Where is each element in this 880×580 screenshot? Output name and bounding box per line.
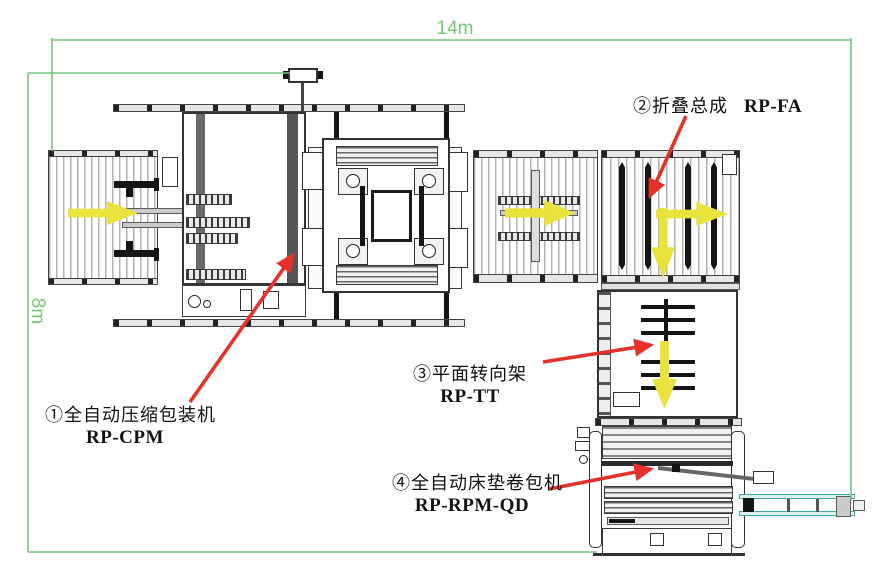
dimension-height-label: 8m [27, 297, 48, 325]
outfeed-divider [787, 499, 790, 512]
sensor-head [288, 68, 318, 83]
cpm-wheel [203, 300, 211, 308]
rp-tt-tie [641, 305, 695, 309]
press-bearing [422, 174, 436, 188]
machine-label-rp-fa-title: ②折叠总成 [633, 96, 728, 116]
rp-rpm-slat [607, 517, 729, 525]
rp-rpm-side-bar [731, 431, 745, 548]
rp-rpm-chunk [609, 519, 635, 523]
machine-label-rp-cpm-model: RP-CPM [86, 427, 164, 448]
rp-rpm-bar [602, 461, 733, 466]
cpm-foot [240, 289, 252, 311]
pusher-bar [114, 250, 159, 257]
rail-post [334, 112, 339, 140]
outfeed-divider [816, 499, 819, 512]
rp-tt-bottom-rail [595, 418, 742, 426]
pusher-post [154, 248, 159, 261]
rp-rpm-foot [708, 533, 722, 546]
transition-rail [601, 283, 740, 290]
rp-tt-tie [641, 318, 695, 322]
press-bearing [422, 244, 436, 258]
cpm-ladder [186, 233, 238, 244]
rp-rpm-roller [579, 455, 588, 464]
pusher-nub [126, 188, 133, 197]
overhead-rail-bottom [113, 319, 465, 327]
rp-rpm-slat [604, 501, 733, 514]
pusher-post [154, 178, 159, 191]
cpm-column [287, 114, 298, 283]
machine-label-rp-tt: ③平面转向架 RP-TT [405, 360, 535, 408]
rp-tt-box [613, 392, 640, 407]
infeed-rail [48, 278, 158, 285]
rp-fa-slat [645, 162, 651, 270]
press-bearing [346, 174, 360, 188]
outfeed-conveyor-rail [739, 511, 855, 516]
rp-rpm-pivot [672, 464, 680, 472]
cpm-ladder [186, 269, 246, 280]
machine-label-rp-fa: ②折叠总成 RP-FA [633, 92, 802, 118]
cpm-wheel [188, 295, 201, 308]
cpm-ladder [186, 217, 250, 228]
press-platen [371, 190, 412, 242]
cpm-ladder [186, 194, 232, 205]
cpm-foot [263, 291, 279, 309]
rp-rpm-bottom-line [593, 553, 745, 556]
press-ladder [336, 265, 438, 285]
machine-label-rp-tt-title: ③平面转向架 [413, 364, 527, 384]
dimension-width-label: 14m [436, 18, 474, 39]
rp-rpm-foot [650, 533, 664, 546]
rp-fa-rail [601, 275, 740, 283]
machine-label-rp-rpm: ④全自动床垫卷包机 RP-RPM-QD [392, 469, 563, 517]
outfeed-drive [743, 498, 754, 512]
middle-conveyor-rail [473, 150, 598, 158]
pusher-nub [126, 241, 133, 250]
press-guide [360, 186, 365, 246]
infeed-rail [48, 150, 158, 157]
rail-post [444, 291, 449, 319]
side-box [162, 157, 178, 187]
rp-rpm-motor [575, 441, 590, 451]
rp-rpm-motor [577, 427, 590, 438]
press-guide [419, 186, 424, 246]
press-ladder [336, 146, 438, 166]
machine-label-rp-cpm-title: ①全自动压缩包装机 [45, 405, 216, 425]
machine-label-rp-fa-model: RP-FA [744, 96, 803, 117]
infeed-conveyor [48, 150, 158, 285]
press-bearing [346, 244, 360, 258]
rail-post [444, 112, 449, 140]
machine-label-rp-tt-model: RP-TT [440, 386, 500, 407]
pusher-rail [122, 222, 186, 228]
rp-rpm-slat [604, 486, 733, 499]
rp-rpm-side-bar [589, 431, 602, 548]
outfeed-conveyor-rail [739, 494, 855, 499]
rp-tt-left-column [599, 292, 611, 416]
rp-rpm-drum [602, 426, 732, 459]
rp-tt-tie [641, 331, 695, 335]
middle-conveyor-rail [473, 274, 598, 283]
rail-post [334, 291, 339, 319]
sensor-nub [318, 71, 323, 79]
rp-fa-slat [619, 162, 625, 270]
outfeed-tail [853, 500, 865, 511]
sensor-nub [283, 71, 288, 79]
rp-rpm-arm-box [753, 471, 774, 484]
outfeed-end-block [836, 496, 851, 517]
pusher-bar [114, 181, 159, 188]
machine-label-rp-rpm-title: ④全自动床垫卷包机 [392, 473, 563, 493]
machine-label-rp-cpm: ①全自动压缩包装机 RP-CPM [45, 401, 216, 449]
overhead-rail-top [113, 104, 465, 112]
rp-tt-stem [664, 299, 668, 341]
machine-label-rp-rpm-model: RP-RPM-QD [414, 495, 530, 516]
rp-fa-corner-box [722, 154, 737, 175]
rp-fa-rail [601, 150, 740, 158]
